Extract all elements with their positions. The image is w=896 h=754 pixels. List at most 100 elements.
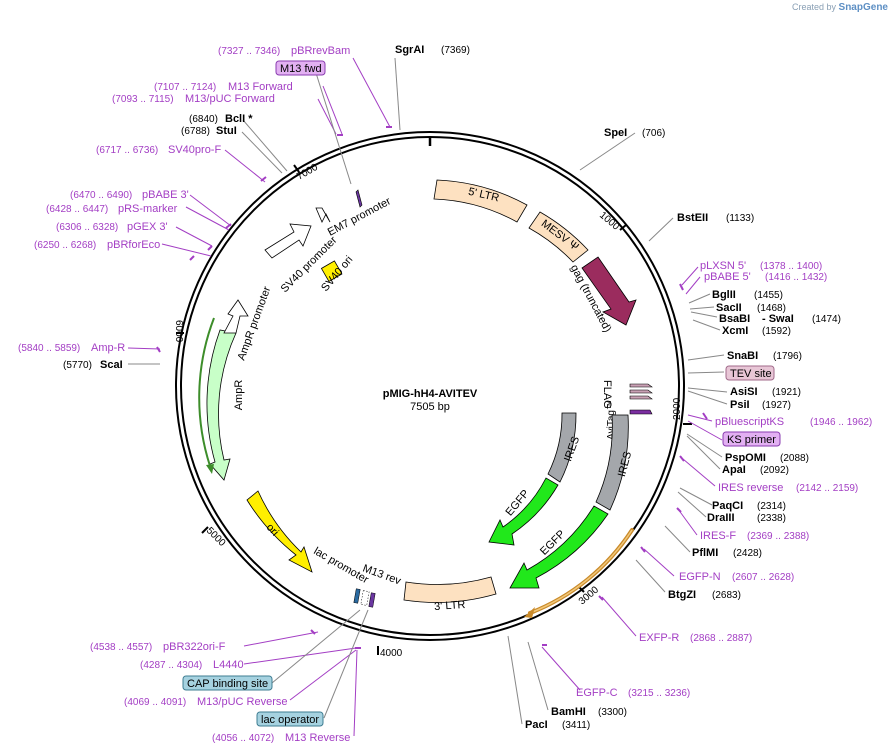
plasmid-length: 7505 bp xyxy=(410,401,450,413)
primer-m13forward[interactable]: M13 Forward xyxy=(228,81,293,93)
enzyme-paci[interactable]: PacI xyxy=(525,719,548,731)
lac-promoter-mark[interactable] xyxy=(360,590,370,606)
egfp-outer-arrow[interactable] xyxy=(509,505,609,589)
enzyme-scai[interactable]: ScaI xyxy=(100,359,123,371)
lac-operator-label: lac operator xyxy=(261,714,319,726)
primer-pbabe3[interactable]: pBABE 3' xyxy=(142,189,189,201)
enzyme-paqci[interactable]: PaqCI xyxy=(712,500,743,512)
primer-plxsn5[interactable]: pLXSN 5' xyxy=(700,260,746,272)
primer-egfp-n[interactable]: EGFP-N xyxy=(679,571,721,583)
ampr-label: AmpR xyxy=(233,380,245,411)
primer-pbluescriptks[interactable]: pBluescriptKS xyxy=(715,416,784,428)
enzyme-bglii[interactable]: BglII xyxy=(712,289,736,301)
mesv-arrow[interactable] xyxy=(528,211,589,263)
backbone-outer xyxy=(175,131,685,641)
primer-sv40pro-f-pos: (6717 .. 6736) xyxy=(96,145,158,156)
egfp-inner-arrow[interactable] xyxy=(488,477,559,546)
primer-prs-marker-pos: (6428 .. 6447) xyxy=(46,204,108,215)
primer-m13puc-rev[interactable]: M13/pUC Reverse xyxy=(197,696,287,708)
lac-promoter-label: lac promoter xyxy=(312,545,371,586)
enzyme-sacii-pos: (1468) xyxy=(757,303,786,314)
cap-binding-site-label: CAP binding site xyxy=(187,678,268,690)
enzyme-btgzi[interactable]: BtgZI xyxy=(668,589,696,601)
cap-site-mark[interactable] xyxy=(353,588,361,604)
enzyme-stui[interactable]: StuI xyxy=(216,125,237,137)
primer-egfp-c[interactable]: EGFP-C xyxy=(576,687,618,699)
ltr3-arrow[interactable] xyxy=(403,576,497,603)
tev-site-box[interactable] xyxy=(725,365,775,381)
enzyme-bsabi[interactable]: BsaBI xyxy=(719,313,750,325)
enzyme-asisi[interactable]: AsiSI xyxy=(730,386,758,398)
em7-promoter-arrow[interactable] xyxy=(315,207,331,223)
enzyme-sacii[interactable]: SacII xyxy=(716,302,742,314)
sv40-ori-box[interactable] xyxy=(320,260,343,282)
enzyme-psii[interactable]: PsiI xyxy=(730,399,750,411)
primer-m13reverse-pos: (4056 .. 4072) xyxy=(212,733,274,744)
m13-fwd-box[interactable] xyxy=(275,60,326,76)
enzyme-spei-pos: (706) xyxy=(642,128,665,139)
enzyme-bamhi-pos: (3300) xyxy=(598,707,627,718)
primer-pbrforeco[interactable]: pBRforEco xyxy=(107,239,160,251)
primer-egfp-c-pos: (3215 .. 3236) xyxy=(628,688,690,699)
ltr5-arrow[interactable] xyxy=(433,179,528,223)
primer-ires-f-pos: (2369 .. 2388) xyxy=(747,531,809,542)
enzyme-draiii-pos: (2338) xyxy=(757,513,786,524)
primer-l4440[interactable]: L4440 xyxy=(213,659,244,671)
primer-ires-reverse[interactable]: IRES reverse xyxy=(718,482,783,494)
pbrrevbam-primer-mark[interactable] xyxy=(355,189,363,208)
tick-1000: 1000 xyxy=(597,210,621,233)
primer-m13reverse[interactable]: M13 Reverse xyxy=(285,732,350,744)
enzyme-draiii[interactable]: DraIII xyxy=(707,512,735,524)
enzyme-pflmi[interactable]: PflMI xyxy=(692,547,718,559)
primer-prs-marker[interactable]: pRS-marker xyxy=(118,203,178,215)
m13rev-label: M13 rev xyxy=(361,563,403,588)
ampr-promoter-arrow[interactable] xyxy=(223,299,249,334)
enzyme-bsteii-pos: (1133) xyxy=(726,213,754,224)
primer-m13puc-fwd[interactable]: M13/pUC Forward xyxy=(185,93,275,105)
primer-ires-f[interactable]: IRES-F xyxy=(700,530,736,542)
primer-pbrrevbam[interactable]: pBRrevBam xyxy=(291,45,350,57)
lac-operator-mark[interactable] xyxy=(368,592,376,608)
primer-exfp-r[interactable]: EXFP-R xyxy=(639,632,679,644)
enzyme-sgrai-pos: (7369) xyxy=(441,45,470,56)
ires-outer-arrow[interactable] xyxy=(595,414,629,511)
ampr-arrow[interactable] xyxy=(206,329,237,481)
enzyme-spei[interactable]: SpeI xyxy=(604,127,627,139)
enzyme-pspomi-pos: (2088) xyxy=(780,453,809,464)
leader-lines xyxy=(127,57,728,737)
enzyme-btgzi-pos: (2683) xyxy=(712,590,741,601)
tev-site-label: TEV site xyxy=(730,368,772,380)
enzyme-sgrai[interactable]: SgrAI xyxy=(395,44,424,56)
flag-tags[interactable] xyxy=(629,383,653,400)
amp-r-primer-arc[interactable] xyxy=(198,317,215,467)
enzyme-xcmi-pos: (1592) xyxy=(762,326,791,337)
avitag-arrow[interactable] xyxy=(629,409,653,415)
primer-pbrrevbam-pos: (7327 .. 7346) xyxy=(218,46,280,57)
enzyme-apai[interactable]: ApaI xyxy=(722,464,746,476)
enzyme-xcmi[interactable]: XcmI xyxy=(722,325,748,337)
ori-arrow[interactable] xyxy=(246,490,313,573)
enzyme-pspomi[interactable]: PspOMI xyxy=(725,452,766,464)
enzyme-swai[interactable]: - SwaI xyxy=(762,313,794,325)
enzyme-stui-pos: (6788) xyxy=(181,126,210,137)
primer-pbr322ori-f[interactable]: pBR322ori-F xyxy=(163,641,226,653)
avitag-label: AviTag™ xyxy=(606,400,617,440)
gag-arrow[interactable] xyxy=(581,256,637,326)
enzyme-snabi[interactable]: SnaBI xyxy=(727,350,758,362)
enzyme-paqci-pos: (2314) xyxy=(757,501,786,512)
primer-pgex3[interactable]: pGEX 3' xyxy=(127,221,168,233)
ks-primer-box[interactable] xyxy=(722,431,781,447)
primer-amp-r[interactable]: Amp-R xyxy=(91,342,125,354)
ires-inner-arrow[interactable] xyxy=(547,412,577,483)
enzyme-bamhi[interactable]: BamHI xyxy=(551,706,586,718)
enzyme-bcli[interactable]: BclI * xyxy=(225,113,253,125)
primer-pbabe5-pos: (1416 .. 1432) xyxy=(765,272,827,283)
plasmid-name: pMIG-hH4-AVITEV xyxy=(383,388,478,400)
enzyme-bsteii[interactable]: BstEII xyxy=(677,212,708,224)
primer-pbabe5[interactable]: pBABE 5' xyxy=(704,271,751,283)
sv40-promoter-arrow[interactable] xyxy=(264,223,312,259)
primer-ticks xyxy=(156,126,708,649)
primer-sv40pro-f[interactable]: SV40pro-F xyxy=(168,144,221,156)
lac-operator-box[interactable] xyxy=(256,711,324,727)
cap-binding-site-box[interactable] xyxy=(182,675,273,691)
